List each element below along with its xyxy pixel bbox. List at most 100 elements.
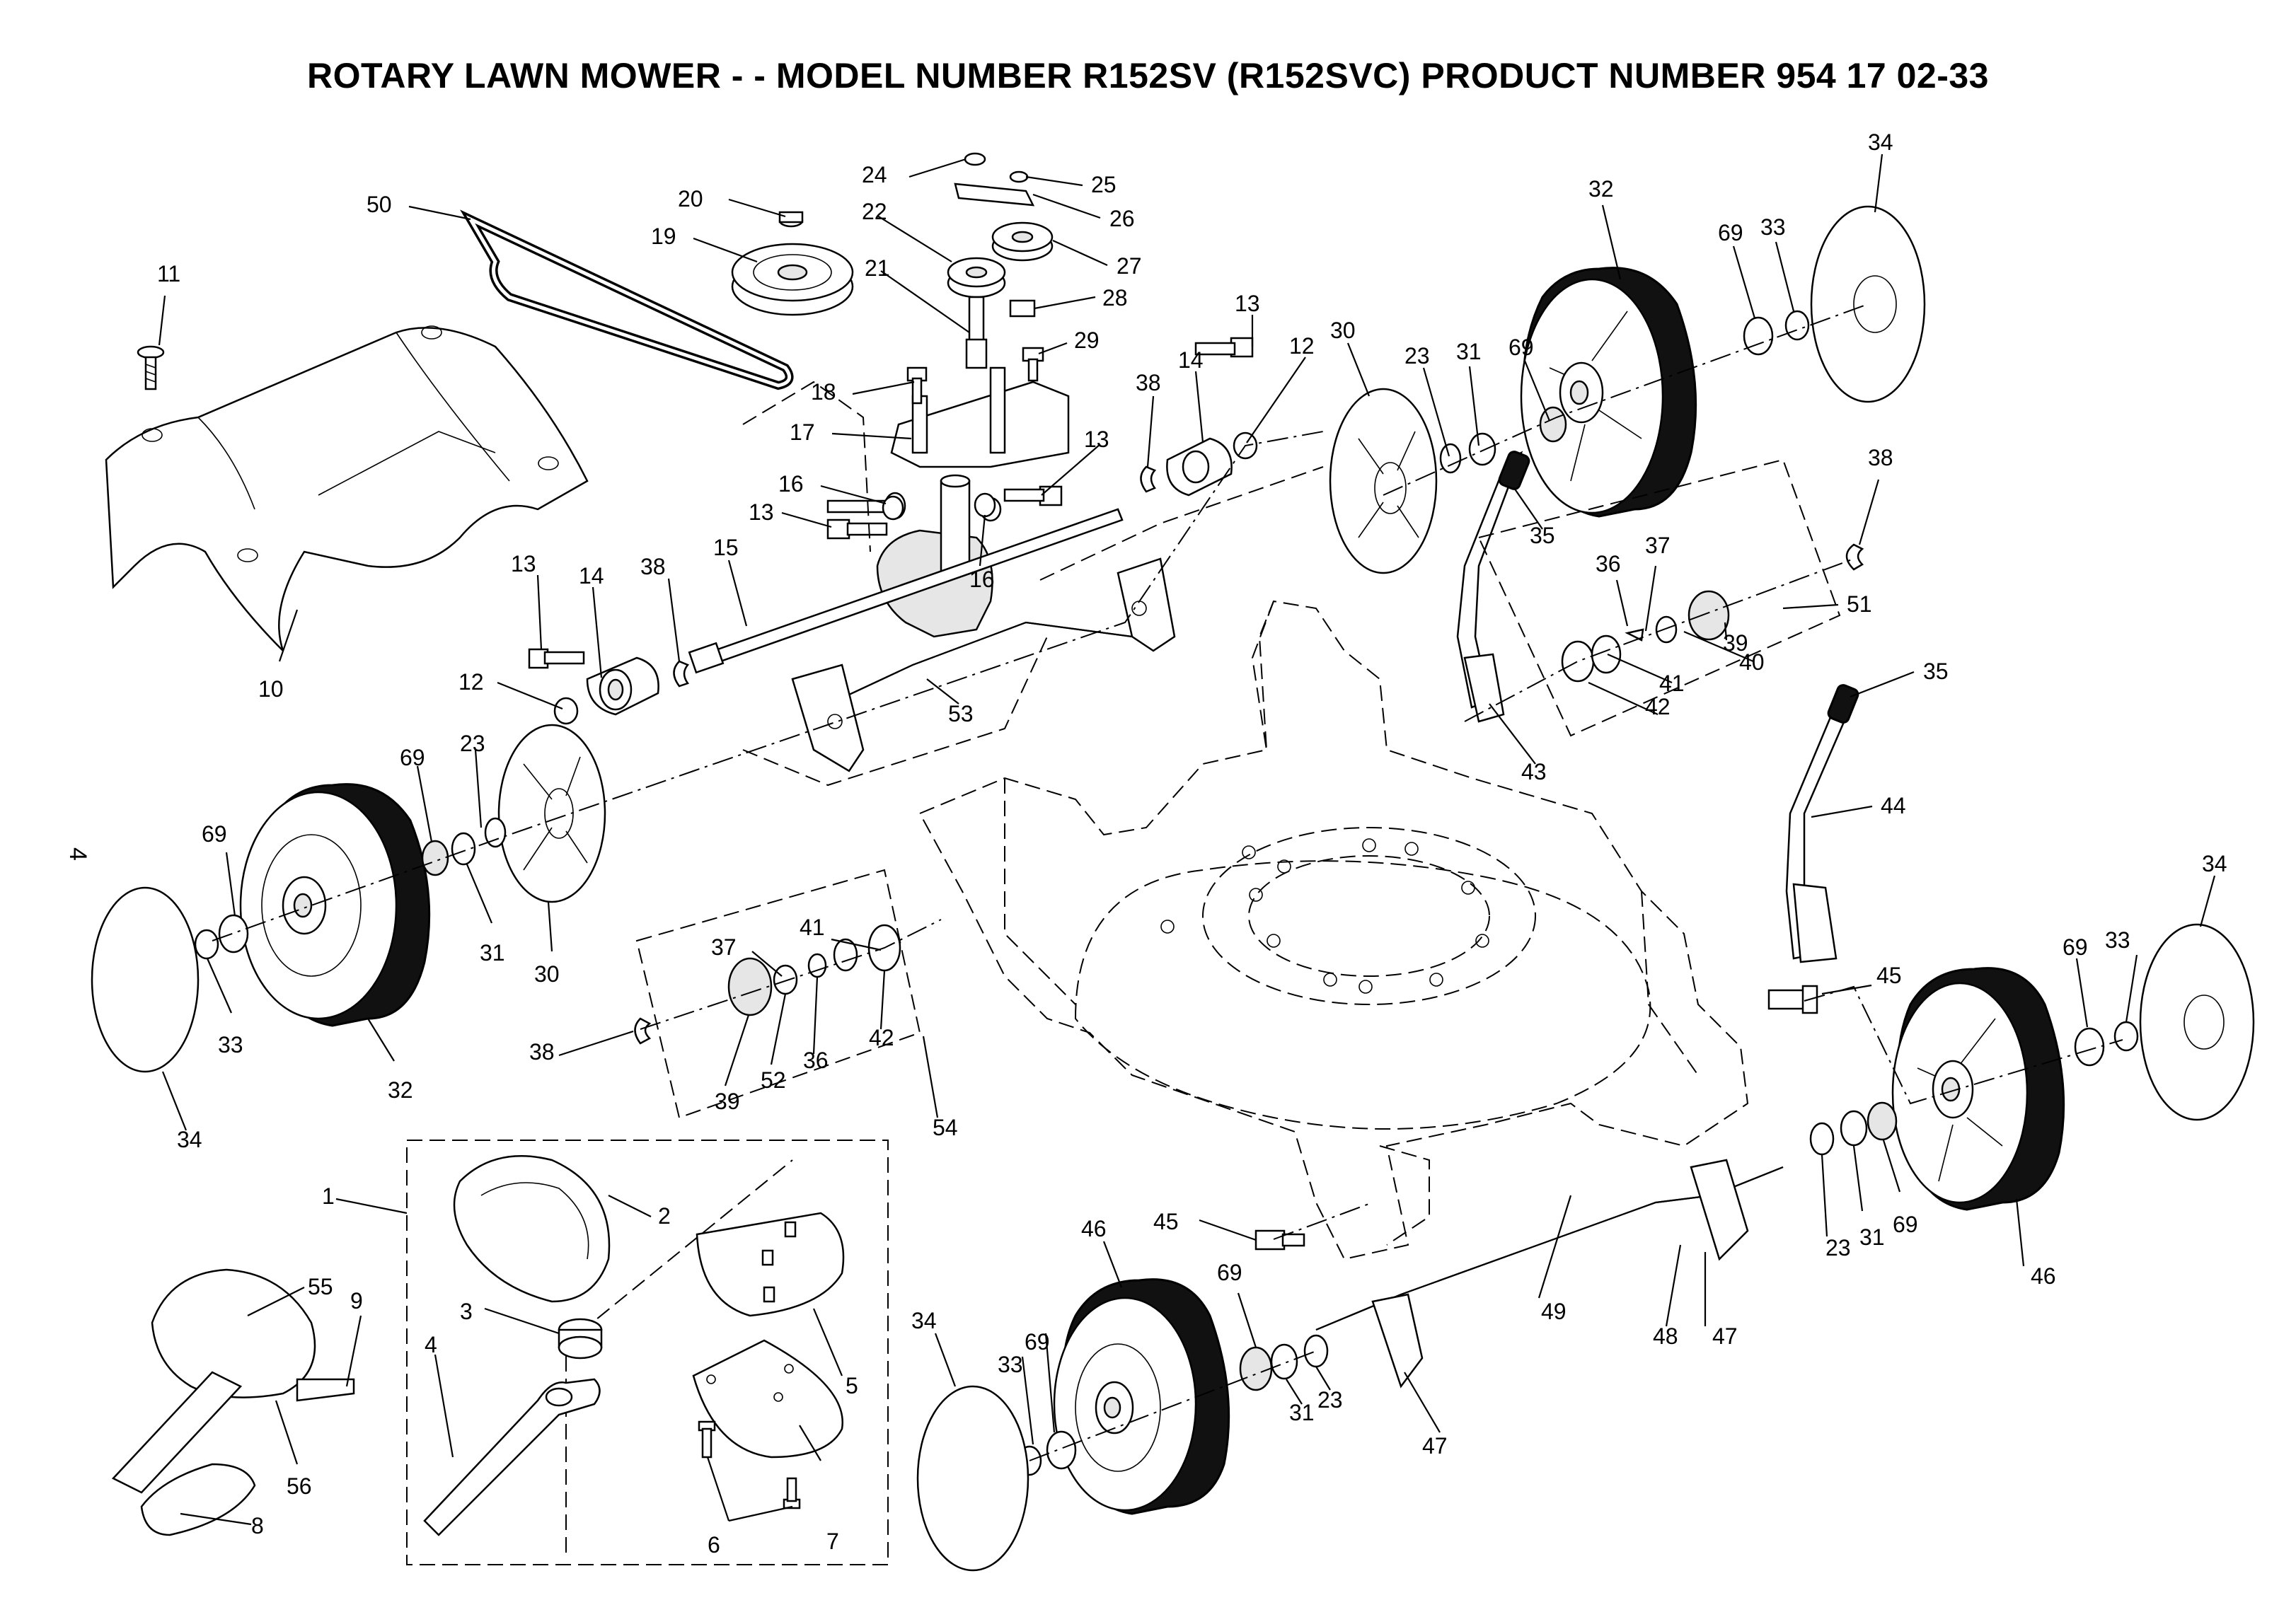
callout-47b: 47 [1712,1323,1738,1349]
callout-39b: 39 [715,1089,740,1114]
callout-24: 24 [862,162,887,187]
callout-1: 1 [322,1183,335,1209]
callout-33c: 33 [2105,927,2130,953]
callout-35b: 35 [1923,659,1949,684]
callout-69f: 69 [1217,1260,1242,1285]
gear-assembly-51 [1477,458,1864,737]
callout-23c: 23 [1317,1387,1343,1413]
callout-69a: 69 [1508,335,1534,360]
callout-45a: 45 [1876,963,1902,988]
hubcap-34-right-top [1810,205,1926,403]
height-lever-43 [1456,451,1530,723]
leader-lines [158,153,2216,1526]
callout-69c: 69 [400,745,425,770]
callout-45b: 45 [1153,1209,1179,1234]
callout-55: 55 [308,1274,333,1299]
callout-31b: 31 [480,940,505,966]
pulley-22 [947,257,1006,369]
callout-30b: 30 [534,961,560,987]
callout-26: 26 [1109,206,1135,231]
callout-38d: 38 [529,1039,555,1065]
belt-cover [105,325,589,651]
callout-21: 21 [865,255,890,281]
bushing-14-right [826,337,1258,540]
callout-34a: 34 [1868,129,1893,155]
callout-42a: 42 [1645,694,1671,719]
callout-15: 15 [713,535,739,560]
callout-34c: 34 [2202,851,2227,876]
callout-19: 19 [651,224,676,249]
callout-27: 27 [1117,253,1142,279]
drive-belt [460,209,794,390]
callout-20: 20 [678,186,703,211]
callout-23b: 23 [460,731,485,756]
callout-11: 11 [157,261,180,286]
callout-37b: 37 [711,934,737,960]
callout-18: 18 [811,379,836,405]
callout-34d: 34 [911,1308,937,1333]
wheel-46-left [1053,1278,1230,1515]
hubcap-30-left [497,724,606,903]
callout-22: 22 [862,199,887,224]
idler-bracket-17 [890,347,1070,468]
callout-47a: 47 [1422,1433,1448,1459]
callout-14a: 14 [1178,347,1204,373]
drive-axle-15 [688,508,1124,674]
callout-23d: 23 [1825,1235,1851,1260]
shift-rod-53 [791,557,1176,772]
page-title: ROTARY LAWN MOWER - - MODEL NUMBER R152S… [307,56,1989,95]
callout-16b: 16 [969,567,995,592]
callout-69e: 69 [2063,934,2088,960]
callout-23a: 23 [1404,343,1430,369]
callout-43: 43 [1521,759,1547,784]
callout-13a: 13 [749,499,774,525]
hubcap-34-right-bottom [2139,923,2255,1121]
callout-33d: 33 [998,1352,1023,1377]
bushing-14-left [528,648,690,725]
callout-40: 40 [1739,649,1765,675]
knob-55 [111,1268,355,1494]
hubcap-30-right [1329,388,1438,574]
callout-31c: 31 [1289,1400,1315,1425]
callout-30a: 30 [1330,318,1356,343]
callout-36a: 36 [1596,551,1621,576]
height-lever-44 [1785,684,1859,963]
pulley-27 [954,152,1054,318]
callout-54: 54 [933,1115,958,1140]
callout-5: 5 [846,1373,858,1398]
callout-38a: 38 [1136,370,1161,395]
callout-29: 29 [1074,328,1100,353]
callout-37a: 37 [1645,533,1671,558]
callout-2: 2 [658,1203,671,1229]
callout-39a: 39 [1723,630,1748,656]
callout-32a: 32 [1588,176,1614,202]
callout-48: 48 [1653,1323,1678,1349]
callout-38b: 38 [640,554,666,579]
callout-36b: 36 [803,1048,829,1073]
handle-4 [423,1378,601,1536]
callout-4: 4 [425,1332,437,1357]
callout-38c: 38 [1868,445,1893,470]
callout-69g: 69 [1025,1329,1050,1355]
callout-7: 7 [826,1529,839,1554]
washers-left [194,817,507,960]
knob-part-3 [558,1318,603,1360]
callout-44: 44 [1881,793,1906,818]
callout-6: 6 [708,1532,720,1558]
callout-10: 10 [258,676,284,702]
mower-deck [918,600,1749,1260]
callout-50: 50 [367,192,392,217]
wheel-46-right [1891,967,2065,1211]
callout-34b: 34 [177,1127,202,1152]
pulley-19 [731,211,854,316]
washers-right-bottom [1767,985,2139,1156]
knob-2 [453,1155,611,1303]
hubcap-34-left-bottom [916,1385,1029,1572]
callout-28: 28 [1102,285,1128,311]
callout-35a: 35 [1530,523,1555,548]
callout-41a: 41 [1659,671,1685,696]
callout-25: 25 [1091,172,1117,197]
callout-numbers: 50 20 19 24 22 25 26 27 21 28 29 11 18 1… [157,129,2227,1558]
screw-11 [137,345,165,390]
